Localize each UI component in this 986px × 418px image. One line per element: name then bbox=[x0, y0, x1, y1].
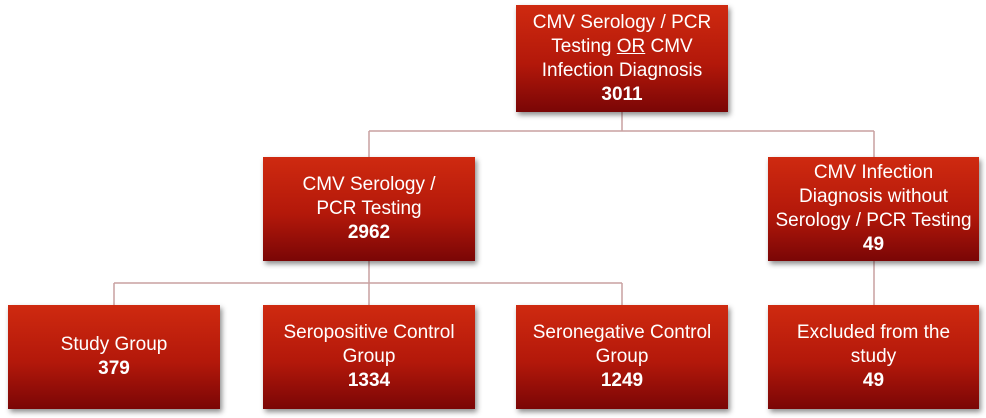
node-root-line2: Testing OR CMV bbox=[551, 35, 692, 59]
node-root-line2-post: CMV bbox=[645, 35, 693, 57]
node-no-serology-label: CMV Infection Diagnosis without Serology… bbox=[775, 162, 972, 231]
node-study-group-count: 379 bbox=[98, 358, 130, 379]
node-seropositive-count: 1334 bbox=[347, 370, 391, 391]
node-serology: CMV Serology / PCR Testing 2962 bbox=[263, 157, 475, 261]
node-root-or-emphasis: OR bbox=[616, 35, 646, 57]
node-root: CMV Serology / PCR Testing OR CMV Infect… bbox=[516, 5, 728, 112]
node-study-group-label: Study Group bbox=[60, 334, 168, 355]
node-serology-label: CMV Serology / PCR Testing bbox=[302, 174, 436, 219]
node-seropositive: Seropositive Control Group 1334 bbox=[263, 305, 475, 409]
node-root-line3: Infection Diagnosis bbox=[541, 59, 703, 81]
node-seronegative: Seronegative Control Group 1249 bbox=[516, 305, 728, 409]
node-serology-count: 2962 bbox=[347, 222, 391, 243]
node-seronegative-label: Seronegative Control Group bbox=[532, 322, 712, 367]
node-seronegative-count: 1249 bbox=[600, 370, 644, 391]
node-study-group: Study Group 379 bbox=[8, 305, 220, 409]
node-root-line1: CMV Serology / PCR bbox=[532, 11, 712, 33]
node-excluded-label: Excluded from the study bbox=[796, 322, 951, 367]
node-root-count: 3011 bbox=[601, 83, 643, 105]
node-no-serology: CMV Infection Diagnosis without Serology… bbox=[768, 157, 979, 261]
node-root-line2-pre: Testing bbox=[551, 35, 617, 57]
node-excluded-count: 49 bbox=[862, 370, 885, 391]
node-seropositive-label: Seropositive Control Group bbox=[283, 322, 455, 367]
node-excluded: Excluded from the study 49 bbox=[768, 305, 979, 409]
node-no-serology-count: 49 bbox=[862, 234, 885, 255]
